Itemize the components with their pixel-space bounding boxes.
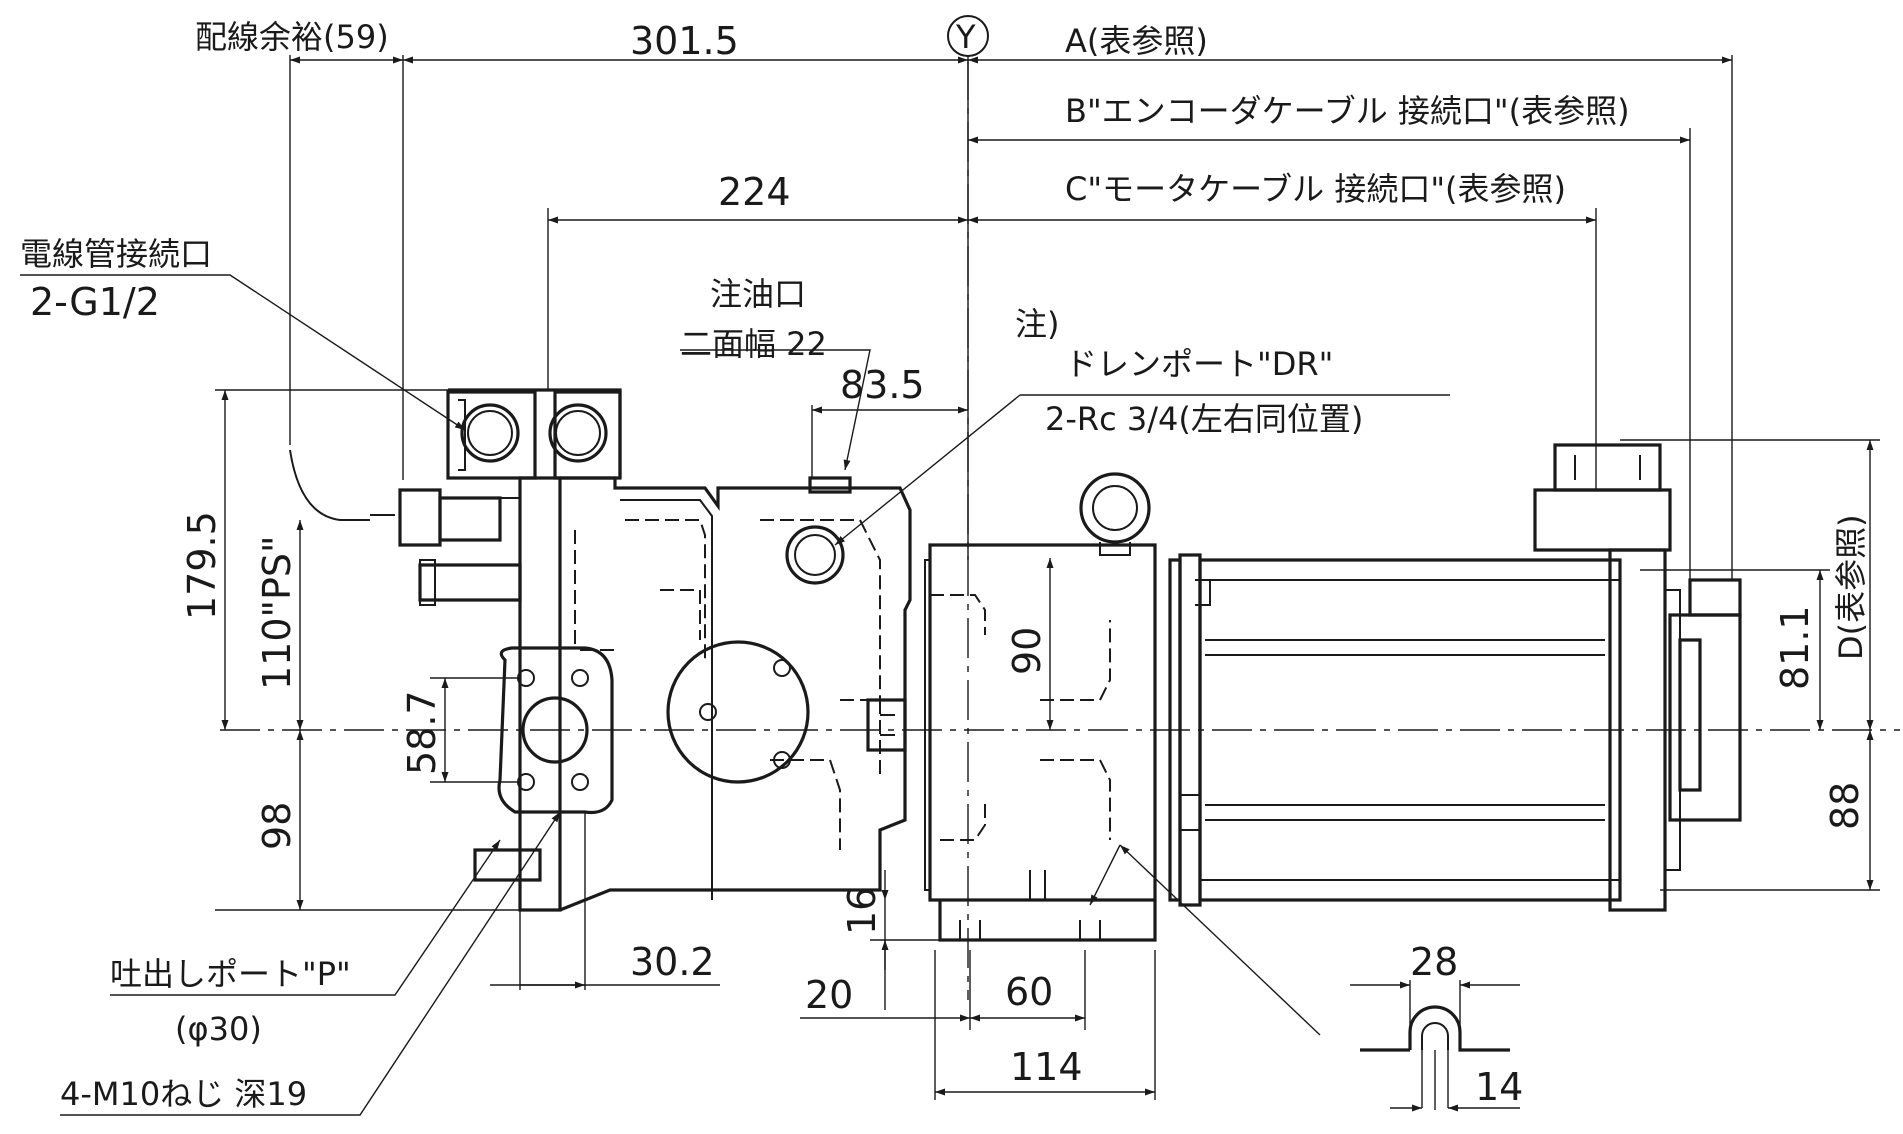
conduit-spec: 2-G1/2 [30, 280, 160, 324]
oil-fill-label: 注油口 [710, 275, 806, 313]
dim-90: 90 [1005, 627, 1049, 675]
dim-30: 30.2 [630, 940, 715, 984]
dim-88: 88 [1823, 782, 1867, 830]
dim-c: C"モータケーブル 接続口"(表参照) [1065, 170, 1566, 208]
screw-label: 4-M10ねじ 深19 [60, 1075, 307, 1113]
dim-14: 14 [1475, 1065, 1523, 1109]
pump-body [446, 390, 912, 912]
drain-label: ドレンポート"DR" [1065, 345, 1333, 383]
y-mark: Y [955, 18, 976, 56]
terminal-block [289, 388, 622, 882]
callout-labels: 電線管接続口 2-G1/2 注油口 二面幅 22 注) ドレンポート"DR" 2… [20, 235, 1363, 1113]
dim-301: 301.5 [630, 19, 739, 63]
coupling-housing [924, 472, 1157, 942]
dim-a: A(表参照) [1065, 22, 1208, 60]
conduit-title: 電線管接続口 [20, 235, 212, 273]
note-label: 注) [1015, 305, 1060, 343]
discharge-dia: (φ30) [175, 1010, 262, 1048]
dimension-lines [20, 55, 1880, 1116]
dim-60: 60 [1005, 970, 1053, 1014]
centerlines [220, 60, 1900, 1000]
discharge-label: 吐出しポート"P" [110, 955, 351, 993]
dim-81: 81.1 [1773, 605, 1817, 690]
oil-width-label: 二面幅 22 [680, 325, 827, 363]
keyway-detail [1360, 1005, 1510, 1052]
dim-114: 114 [1010, 1045, 1083, 1089]
dim-110: 110"PS" [255, 535, 299, 690]
dim-d-ref: D(表参照) [1832, 514, 1870, 660]
motor [1168, 443, 1742, 912]
wiring-margin-label: 配線余裕(59) [195, 18, 389, 56]
drain-spec: 2-Rc 3/4(左右同位置) [1045, 400, 1363, 438]
dim-28: 28 [1410, 940, 1458, 984]
dim-20: 20 [805, 973, 853, 1017]
dim-b: B"エンコーダケーブル 接続口"(表参照) [1065, 92, 1630, 130]
dimension-labels: 配線余裕(59) 301.5 Y A(表参照) B"エンコーダケーブル 接続口"… [180, 15, 1870, 1109]
dim-83: 83.5 [840, 363, 925, 407]
dim-179: 179.5 [180, 511, 224, 620]
y-mark-circle [947, 15, 989, 57]
dim-224: 224 [718, 170, 791, 214]
dim-58: 58.7 [400, 690, 444, 775]
dim-98: 98 [255, 802, 299, 850]
dim-16: 16 [840, 887, 884, 935]
